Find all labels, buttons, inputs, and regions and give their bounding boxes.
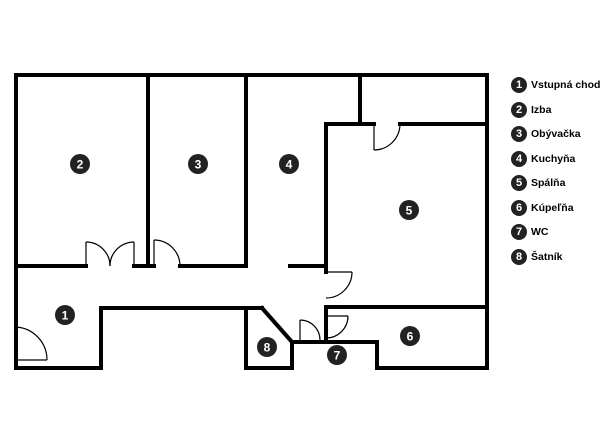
- wall-corridor-diagonal: [259, 305, 295, 345]
- door-entrance: [15, 326, 48, 361]
- legend-item: 4 Kuchyňa: [511, 150, 600, 168]
- legend-item: 3 Obývačka: [511, 125, 600, 143]
- legend-item: 1 Vstupná chodba: [511, 76, 600, 94]
- legend-item: 8 Šatník: [511, 248, 600, 266]
- legend-badge: 8: [511, 248, 527, 265]
- room-marker-circle: [70, 154, 90, 174]
- legend-item: 7 WC: [511, 223, 600, 241]
- room-marker-7: 7: [327, 345, 347, 365]
- legend-badge: 6: [511, 199, 527, 216]
- door-wc: [299, 319, 321, 341]
- room-marker-circle: [55, 305, 75, 325]
- room-marker-circle: [279, 154, 299, 174]
- legend-badge: 1: [511, 77, 527, 93]
- room-marker-number: 2: [77, 158, 84, 172]
- room-marker-4: 4: [279, 154, 299, 174]
- legend-label: Kuchyňa: [531, 152, 576, 165]
- room-marker-number: 6: [407, 330, 414, 344]
- room-marker-2: 2: [70, 154, 90, 174]
- room-marker-1: 1: [55, 305, 75, 325]
- legend-label: Spálňa: [531, 177, 566, 189]
- legend-label: Kúpeľňa: [531, 201, 574, 214]
- doors: [15, 123, 401, 361]
- room-marker-6: 6: [400, 326, 420, 346]
- room-markers: 1 2 3 4 5 6 7 8: [55, 154, 420, 365]
- legend: 1 Vstupná chodba 2 Izba 3 Obývačka 4 Kuchyňa 5 Sp…: [511, 76, 600, 272]
- door-room3: [153, 239, 181, 267]
- door-bedroom-closet: [373, 123, 401, 151]
- walls: [14, 73, 489, 370]
- legend-badge: 3: [511, 126, 527, 142]
- legend-label: Izba: [531, 103, 552, 116]
- room-marker-circle: [400, 326, 420, 346]
- legend-label: Obývačka: [531, 128, 581, 140]
- room-marker-8: 8: [257, 337, 277, 357]
- legend-item: 5 Spálňa: [511, 174, 600, 192]
- door-bathroom: [325, 315, 349, 339]
- legend-label: Vstupná chodba: [531, 79, 600, 91]
- door-bedroom: [325, 271, 353, 299]
- room-marker-number: 3: [195, 158, 202, 172]
- room-marker-circle: [188, 154, 208, 174]
- legend-badge: 4: [511, 150, 527, 167]
- door-room2-double: [85, 241, 135, 267]
- room-marker-circle: [257, 337, 277, 357]
- room-marker-number: 8: [264, 341, 271, 355]
- room-marker-5: 5: [399, 200, 419, 220]
- room-marker-number: 7: [334, 349, 341, 363]
- legend-label: Šatník: [531, 250, 563, 263]
- room-marker-number: 5: [406, 204, 413, 218]
- room-marker-circle: [327, 345, 347, 365]
- legend-badge: 2: [511, 101, 527, 118]
- legend-label: WC: [531, 226, 549, 238]
- room-marker-number: 4: [286, 158, 293, 172]
- legend-badge: 7: [511, 224, 527, 240]
- room-marker-number: 1: [62, 309, 69, 323]
- room-marker-3: 3: [188, 154, 208, 174]
- room-marker-circle: [399, 200, 419, 220]
- legend-badge: 5: [511, 175, 527, 191]
- legend-item: 6 Kúpeľňa: [511, 199, 600, 217]
- legend-item: 2 Izba: [511, 101, 600, 119]
